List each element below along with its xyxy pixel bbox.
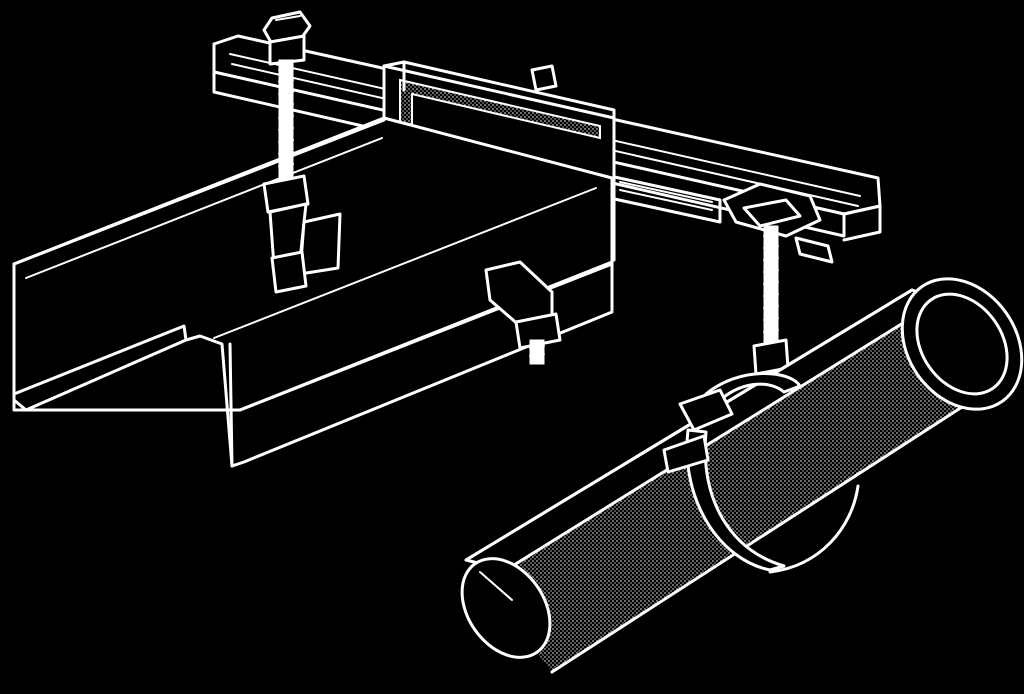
middle-clamp-assembly — [484, 64, 562, 365]
pipe-clamp — [662, 371, 860, 574]
pipe — [460, 277, 1024, 674]
left-hanger-assembly — [262, 10, 342, 294]
right-hanger-assembly — [722, 182, 822, 376]
